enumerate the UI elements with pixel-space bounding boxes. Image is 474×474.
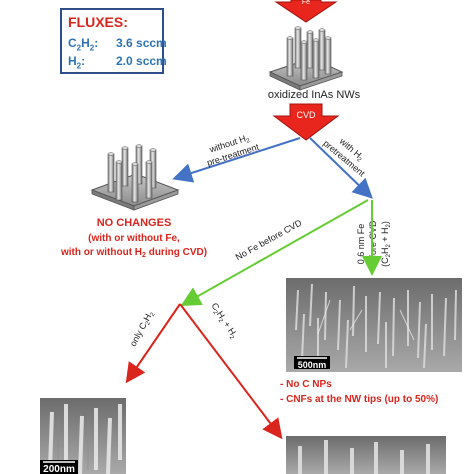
no-changes-title: NO CHANGES — [97, 217, 172, 229]
flux-gas-h2: H2: — [68, 54, 86, 71]
c2h2-h2-label: C2H2 + H2 — [208, 301, 240, 341]
flux-value-c2h2: 3.6 sccm — [116, 36, 167, 50]
flux-row-h2: H2: 2.0 sccm — [68, 54, 167, 71]
flux-gas-c2h2: C2H2: — [68, 36, 99, 53]
with-h2-arrow — [309, 137, 373, 199]
with-h2-label: with H2 pretreatment — [321, 136, 367, 179]
svg-text:C2H2 + H2: C2H2 + H2 — [208, 301, 240, 341]
result-2: - CNFs at the NW tips (up to 50%) — [280, 394, 438, 405]
cvd-label: CVD — [296, 110, 316, 120]
no-changes-sub2: with or without H2 during CVD) — [60, 247, 207, 259]
without-h2-arrow — [172, 137, 301, 183]
nanowire-array-left-icon — [90, 144, 180, 211]
nanowire-group-top — [286, 26, 332, 81]
fluxes-title: FLUXES: — [68, 14, 128, 30]
sem-image-left: 200nm — [40, 398, 126, 474]
cvd-arrow-icon: CVD — [272, 103, 340, 141]
fe-before-cvd-label: 0.6 nm Fe before CVD (C2H2 + H2) — [356, 220, 392, 268]
result-1: - No C NPs — [280, 379, 332, 390]
svg-text:(C2H2 + H2): (C2H2 + H2) — [380, 221, 392, 267]
scalebar-left-label: 200nm — [43, 464, 75, 474]
scalebar-right-label: 500nm — [298, 360, 327, 370]
c2h2-h2-arrow — [179, 303, 283, 440]
fluxes-box: FLUXES: C2H2: 3.6 sccm H2: 2.0 sccm — [60, 8, 167, 74]
without-h2-label: without H2 pre-treatment — [206, 133, 261, 168]
oxidized-label: oxidized InAs NWs — [268, 89, 361, 101]
sem-image-right: 500nm — [286, 278, 462, 372]
no-fe-green-arrow — [180, 199, 369, 306]
nanowire-array-icon — [268, 26, 344, 91]
flux-row-c2h2: C2H2: 3.6 sccm — [68, 36, 167, 53]
svg-text:0.6 nm Fe: 0.6 nm Fe — [356, 224, 366, 265]
no-changes-sub1: (with or without Fe, — [88, 233, 180, 244]
sem-image-bottom-right — [286, 436, 446, 474]
fe-arrow-label: Fe — [302, 0, 310, 6]
flux-value-h2: 2.0 sccm — [116, 54, 167, 68]
only-c2h2-arrow — [125, 303, 181, 384]
fe-arrow-icon: Fe — [274, 0, 338, 23]
